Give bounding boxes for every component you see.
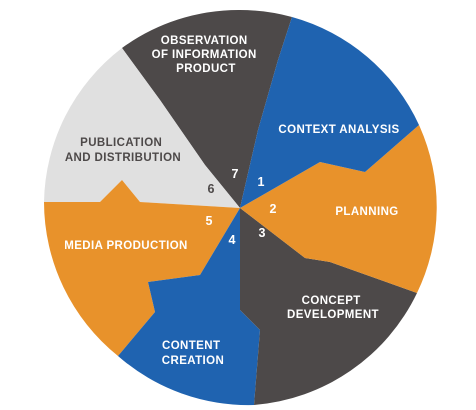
label-publication: PUBLICATION AND DISTRIBUTION xyxy=(65,137,181,164)
label-media-production: MEDIA PRODUCTION xyxy=(64,240,188,252)
label-content-creation-line-1: CONTENT xyxy=(162,340,220,352)
label-observation-line-3: PRODUCT xyxy=(176,63,236,75)
label-publication-line-2: AND DISTRIBUTION xyxy=(65,152,181,164)
segment-shape-concept-development xyxy=(240,208,417,405)
label-concept-development-line-1: CONCEPT xyxy=(302,295,361,307)
label-planning: PLANNING xyxy=(335,206,398,218)
segment-shape-observation-tab xyxy=(240,10,292,208)
label-media-production-line-1: MEDIA PRODUCTION xyxy=(64,240,188,252)
label-planning-line-1: PLANNING xyxy=(335,206,398,218)
segment-shape-content-creation xyxy=(118,208,260,406)
label-observation-line-1: OBSERVATION xyxy=(161,35,248,47)
segment-shape-publication xyxy=(44,48,240,208)
segment-shape-media-production xyxy=(44,180,240,356)
label-content-creation: CONTENT CREATION xyxy=(162,340,224,367)
step-number-6: 6 xyxy=(208,182,215,196)
segment-shape-planning xyxy=(240,125,437,293)
label-publication-line-1: PUBLICATION xyxy=(80,137,162,149)
label-observation: OBSERVATION OF INFORMATION PRODUCT xyxy=(152,35,261,75)
label-context-analysis: CONTEXT ANALYSIS xyxy=(278,124,399,136)
label-content-creation-line-2: CREATION xyxy=(162,355,224,367)
segment-shape-observation xyxy=(122,9,240,209)
step-number-4: 4 xyxy=(229,233,236,247)
label-concept-development: CONCEPT DEVELOPMENT xyxy=(287,295,379,321)
step-number-5: 5 xyxy=(206,214,213,228)
segment-shape-context-analysis xyxy=(240,17,419,208)
label-concept-development-line-2: DEVELOPMENT xyxy=(287,309,379,321)
segment-observation xyxy=(122,9,292,209)
step-number-1: 1 xyxy=(258,175,265,189)
step-number-7: 7 xyxy=(232,167,239,181)
step-number-2: 2 xyxy=(270,202,277,216)
step-number-3: 3 xyxy=(259,226,266,240)
label-observation-line-2: OF INFORMATION xyxy=(152,49,257,61)
label-context-analysis-line-1: CONTEXT ANALYSIS xyxy=(278,124,399,136)
